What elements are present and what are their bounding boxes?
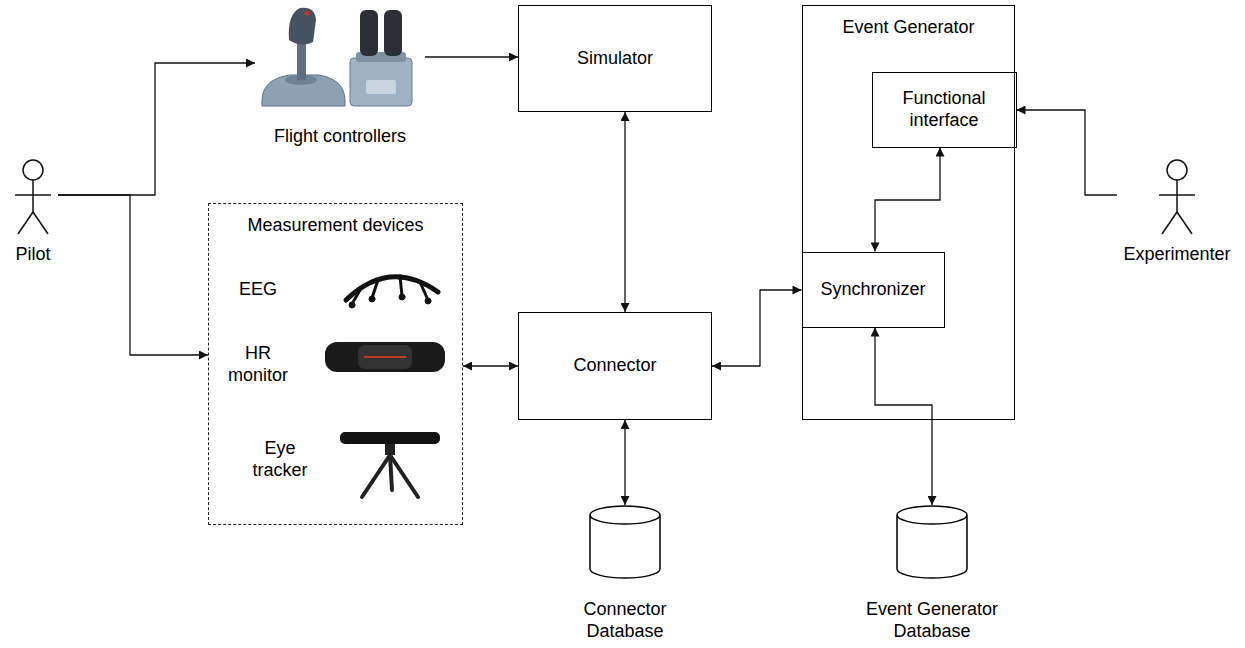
database-cylinder: Event Generator Database xyxy=(842,505,1022,643)
cylinder-outline xyxy=(897,506,967,578)
node-text: Measurement devices xyxy=(247,215,423,237)
node-text: Flight controllers xyxy=(274,126,406,148)
group-box: Measurement devices xyxy=(208,203,463,525)
node-text: Synchronizer xyxy=(820,279,925,301)
node-text: Simulator xyxy=(577,48,653,70)
process-box: Synchronizer xyxy=(802,252,945,328)
process-box: Simulator xyxy=(518,5,712,112)
cylinder-outline xyxy=(590,506,660,578)
connector-arrow xyxy=(463,365,518,366)
database-cylinder: Connector Database xyxy=(565,505,685,643)
pilot-figure xyxy=(15,160,51,234)
node-text: Connector Database xyxy=(565,599,685,643)
group-box: Event GeneratorFunctional interfaceSynch… xyxy=(802,5,1015,420)
node-text: Event Generator xyxy=(842,17,974,39)
node-text: Connector xyxy=(573,355,656,377)
actor-figure: Pilot xyxy=(8,158,58,266)
connector-arrow xyxy=(58,195,208,355)
cylinder-outline xyxy=(842,505,1022,579)
node-text: Experimenter xyxy=(1123,244,1230,266)
connector-arrow xyxy=(624,112,625,312)
hr-strap-picture xyxy=(325,342,445,372)
process-box: Connector xyxy=(518,312,712,420)
actor-figure: Experimenter xyxy=(1117,158,1237,266)
connector-arrow xyxy=(425,56,518,57)
experimenter-figure xyxy=(1159,160,1195,234)
device-label: Eye tracker xyxy=(240,438,320,482)
device-label: EEG xyxy=(218,279,298,301)
connector-arrow xyxy=(875,328,932,506)
connector-arrow xyxy=(875,148,940,252)
device-image: Flight controllers xyxy=(255,3,425,148)
connector-arrow xyxy=(624,420,625,505)
node-text: Event Generator Database xyxy=(842,599,1022,643)
eeg-headset-picture xyxy=(346,276,438,308)
eye-tracker-picture xyxy=(340,432,440,497)
connector-arrow xyxy=(712,290,802,366)
cylinder-outline xyxy=(565,505,685,579)
throttle-picture xyxy=(350,10,412,106)
node-text: Pilot xyxy=(15,244,50,266)
process-box: Functional interface xyxy=(872,72,1017,148)
joystick-picture xyxy=(262,8,345,106)
connector-arrow xyxy=(58,63,255,195)
node-text: Functional interface xyxy=(879,88,1010,132)
connector-arrow xyxy=(1017,110,1118,195)
device-label: HR monitor xyxy=(218,343,298,387)
